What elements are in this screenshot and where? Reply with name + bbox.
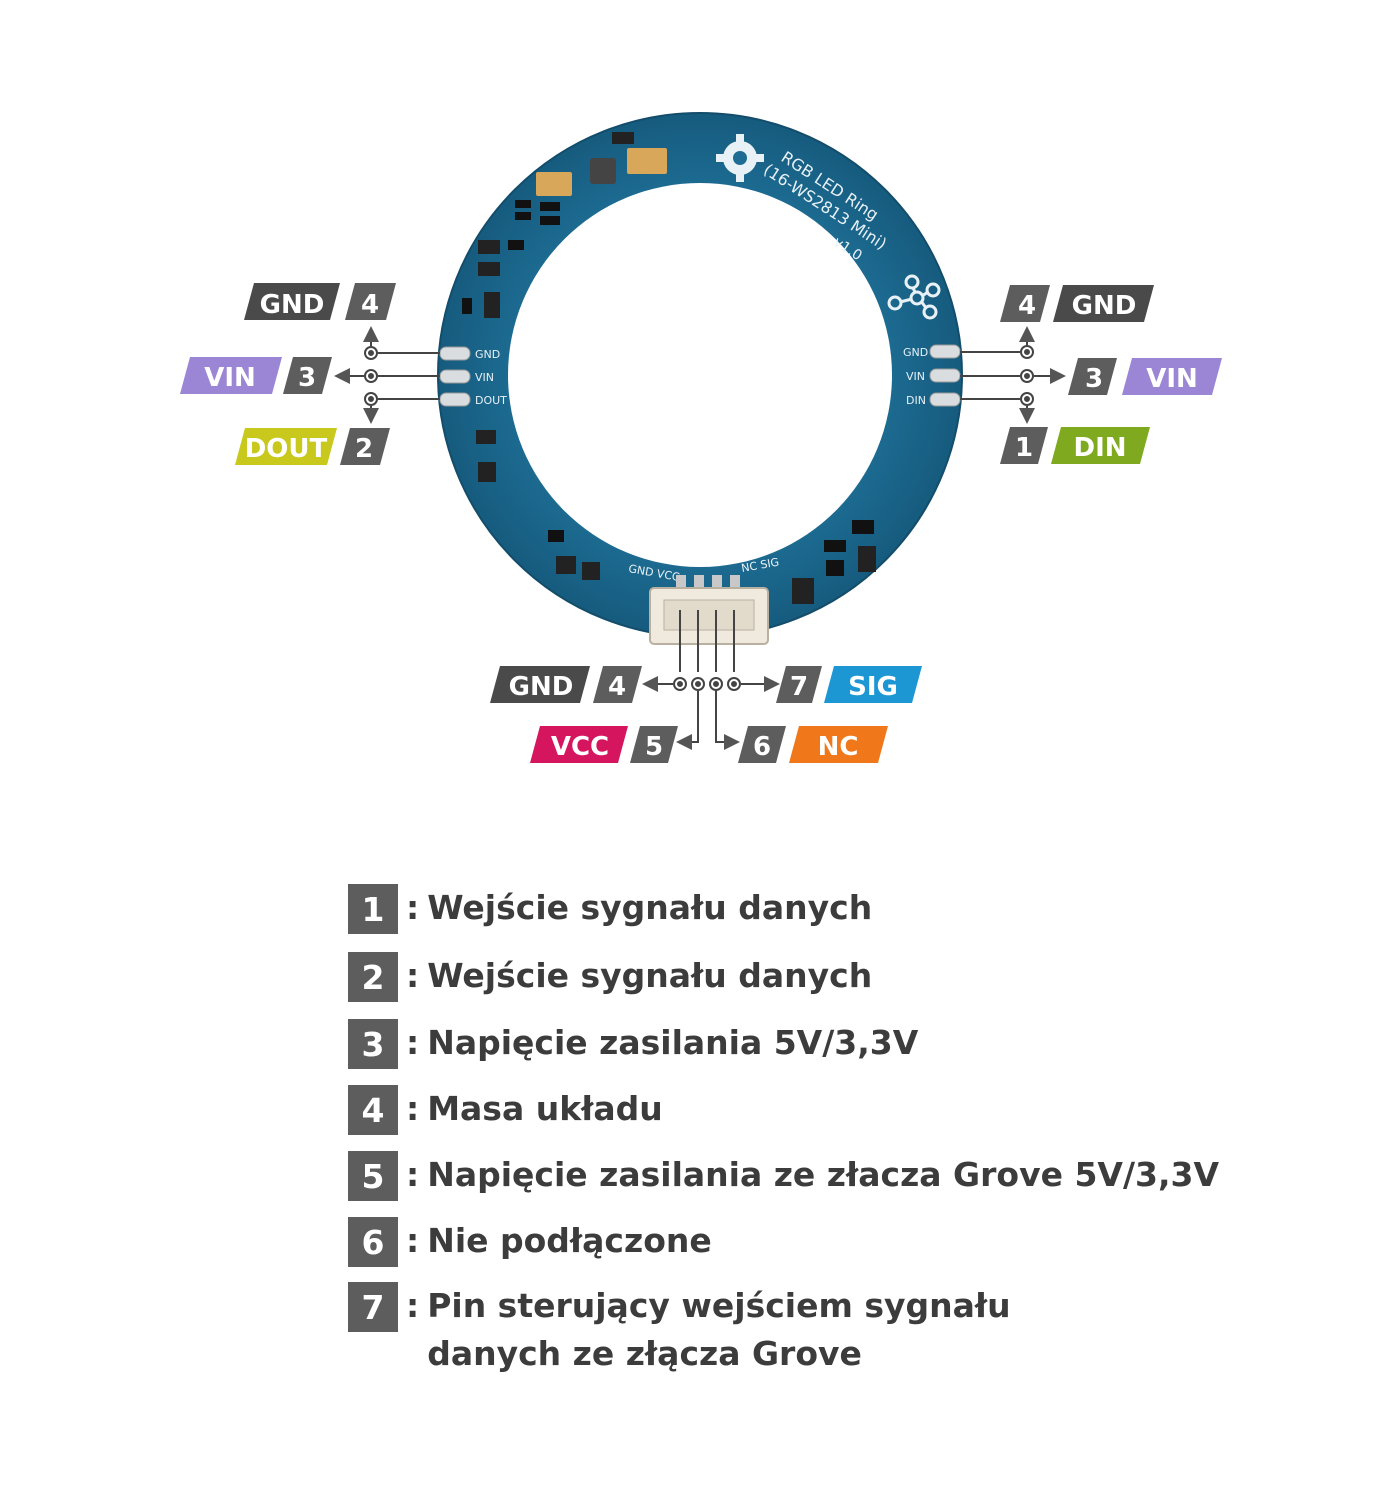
legend-num: 5 bbox=[348, 1151, 398, 1201]
svg-text:VIN: VIN bbox=[204, 363, 256, 393]
right-tag-din: 1 DIN bbox=[1000, 427, 1150, 464]
legend-colon: : bbox=[406, 956, 420, 995]
legend-text: Nie podłączone bbox=[427, 1221, 712, 1260]
right-leaders bbox=[960, 326, 1066, 424]
legend-row-2: 2 : Wejście sygnału danych bbox=[348, 952, 872, 1002]
svg-text:4: 4 bbox=[361, 290, 379, 320]
right-tag-gnd: 4 GND bbox=[1000, 285, 1154, 322]
bottom-tag-gnd: GND 4 bbox=[490, 666, 642, 703]
legend-row-4: 4 : Masa układu bbox=[348, 1085, 663, 1135]
legend-num: 7 bbox=[348, 1282, 398, 1332]
legend-colon: : bbox=[406, 1155, 420, 1194]
legend-text: Wejście sygnału danych bbox=[427, 956, 873, 995]
pad-label-right-gnd: GND bbox=[903, 346, 928, 359]
left-gnd-name-box bbox=[244, 283, 340, 320]
legend-text-block: Pin sterujący wejściem sygnału danych ze… bbox=[427, 1282, 1010, 1378]
legend-text: Masa układu bbox=[427, 1089, 663, 1128]
legend-colon: : bbox=[406, 1286, 420, 1325]
left-leaders bbox=[334, 326, 440, 424]
pinout-diagram: RGB LED Ring (16-WS2813 Mini) v1.0 bbox=[180, 112, 1222, 763]
svg-text:GND: GND bbox=[260, 290, 325, 320]
bottom-gnd-name-box bbox=[490, 666, 590, 703]
right-pads: GND VIN DIN bbox=[903, 344, 961, 407]
pad-label-right-vin: VIN bbox=[906, 370, 925, 383]
right-din-num-box bbox=[1000, 427, 1048, 464]
molecule-logo-icon bbox=[887, 274, 941, 320]
legend-num: 2 bbox=[348, 952, 398, 1002]
left-tag-dout: DOUT 2 bbox=[235, 428, 390, 465]
pcb-ring bbox=[437, 112, 963, 638]
bottom-nc-name-box bbox=[789, 726, 888, 763]
svg-text:NC: NC bbox=[818, 732, 859, 762]
svg-text:GND: GND bbox=[1072, 291, 1137, 321]
legend-colon: : bbox=[406, 1221, 420, 1260]
legend-text: Wejście sygnału danych bbox=[427, 888, 873, 927]
legend-text: Napięcie zasilania 5V/3,3V bbox=[427, 1023, 919, 1062]
pad-label-left-gnd: GND bbox=[475, 348, 500, 361]
svg-text:VIN: VIN bbox=[1146, 364, 1198, 394]
svg-text:7: 7 bbox=[790, 672, 808, 702]
left-tag-vin: VIN 3 bbox=[180, 357, 332, 394]
svg-text:VCC: VCC bbox=[551, 732, 609, 762]
svg-text:4: 4 bbox=[1018, 291, 1036, 321]
legend-num: 6 bbox=[348, 1217, 398, 1267]
pad-label-right-din: DIN bbox=[906, 394, 926, 407]
pad-label-left-dout: DOUT bbox=[475, 394, 507, 407]
left-vin-name-box bbox=[180, 357, 282, 394]
pad-label-left-vin: VIN bbox=[475, 371, 494, 384]
legend-colon: : bbox=[406, 1023, 420, 1062]
svg-text:1: 1 bbox=[1015, 433, 1033, 463]
right-gnd-num-box bbox=[1000, 285, 1050, 322]
svg-text:DIN: DIN bbox=[1073, 433, 1126, 463]
bottom-vcc-num-box bbox=[630, 726, 678, 763]
legend-num: 3 bbox=[348, 1019, 398, 1069]
svg-text:2: 2 bbox=[355, 434, 373, 464]
bottom-leaders bbox=[642, 676, 780, 750]
svg-text:5: 5 bbox=[645, 732, 663, 762]
legend-row-6: 6 : Nie podłączone bbox=[348, 1217, 712, 1267]
bottom-tag-nc: 6 NC bbox=[738, 726, 888, 763]
legend-text: Pin sterujący wejściem sygnału bbox=[427, 1286, 1011, 1325]
left-dout-name-box bbox=[235, 428, 337, 465]
left-vin-num-box bbox=[283, 357, 332, 394]
svg-text:SIG: SIG bbox=[848, 672, 898, 702]
right-din-name-box bbox=[1051, 427, 1150, 464]
smd-components bbox=[462, 132, 876, 604]
legend-row-5: 5 : Napięcie zasilania ze złacza Grove 5… bbox=[348, 1151, 1219, 1201]
bottom-gnd-num-box bbox=[593, 666, 642, 703]
right-tag-vin: 3 VIN bbox=[1068, 358, 1222, 395]
svg-text:4: 4 bbox=[608, 672, 626, 702]
right-gnd-name-box bbox=[1053, 285, 1154, 322]
legend-row-7: 7 : Pin sterujący wejściem sygnału danyc… bbox=[348, 1282, 1011, 1378]
legend-colon: : bbox=[406, 888, 420, 927]
bottom-nc-num-box bbox=[738, 726, 786, 763]
left-dout-num-box bbox=[340, 428, 390, 465]
svg-text:3: 3 bbox=[1085, 364, 1103, 394]
bottom-tag-vcc: VCC 5 bbox=[530, 726, 678, 763]
left-pads: GND VIN DOUT bbox=[439, 346, 507, 407]
legend-row-1: 1 : Wejście sygnału danych bbox=[348, 884, 872, 934]
gear-logo-icon bbox=[716, 134, 764, 182]
legend-num: 4 bbox=[348, 1085, 398, 1135]
svg-text:3: 3 bbox=[298, 363, 316, 393]
legend-text: Napięcie zasilania ze złacza Grove 5V/3,… bbox=[427, 1155, 1220, 1194]
left-gnd-num-box bbox=[345, 283, 396, 320]
svg-text:GND: GND bbox=[509, 672, 574, 702]
legend-row-3: 3 : Napięcie zasilania 5V/3,3V bbox=[348, 1019, 918, 1069]
svg-text:6: 6 bbox=[753, 732, 771, 762]
svg-text:DOUT: DOUT bbox=[245, 434, 328, 464]
legend-num: 1 bbox=[348, 884, 398, 934]
bottom-sig-name-box bbox=[824, 666, 922, 703]
legend-text-line2: danych ze złącza Grove bbox=[427, 1334, 862, 1373]
legend-colon: : bbox=[406, 1089, 420, 1128]
left-tag-gnd: GND 4 bbox=[244, 283, 396, 320]
right-vin-num-box bbox=[1068, 358, 1117, 395]
right-vin-name-box bbox=[1122, 358, 1222, 395]
bottom-tag-sig: 7 SIG bbox=[776, 666, 922, 703]
bottom-sig-num-box bbox=[776, 666, 822, 703]
bottom-vcc-name-box bbox=[530, 726, 628, 763]
